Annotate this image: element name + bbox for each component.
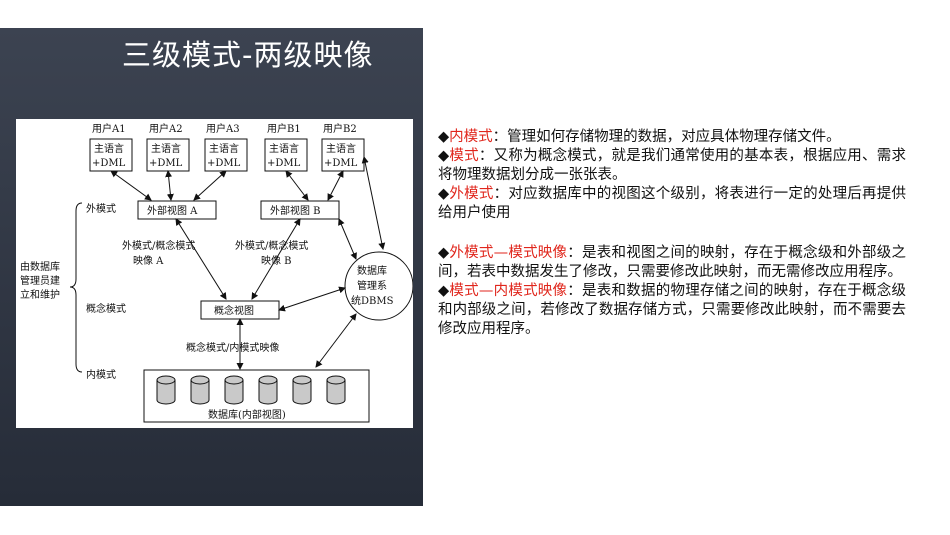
diagram-svg: 用户A1 用户A2 用户A3 用户B1 用户B2 主语言 +DML 主语言 +D… [20,122,413,423]
dbms-circle: 数据库 管理系 统DBMS [344,251,413,321]
language-box-b1: 主语言 +DML [264,138,308,172]
svg-text:+DML: +DML [267,158,301,169]
svg-text:主语言: 主语言 [94,142,124,155]
three-level-schema-diagram: 用户A1 用户A2 用户A3 用户B1 用户B2 主语言 +DML 主语言 +D… [16,119,413,428]
view-to-concept-arrows [175,218,301,300]
admin-brace [69,202,83,373]
svg-text:数据库: 数据库 [357,264,387,277]
admin-label: 管理员建 [20,274,60,287]
external-view-b: 外部视图 B [260,200,340,220]
svg-text:主语言: 主语言 [326,142,356,155]
level-internal-label: 内模式 [86,368,116,381]
slide-title: 三级模式-两级映像 [122,38,374,72]
paragraph-gap [438,223,906,244]
concept-view-box: 概念视图 [200,300,280,320]
bullet-schema: ◆模式：又称为概念模式，就是我们通常使用的基本表，根据应用、需求将物理数据划分成… [438,148,907,183]
svg-text:+DML: +DML [324,158,358,169]
svg-text:+DML: +DML [92,158,126,169]
svg-text:外部视图 B: 外部视图 B [270,204,321,217]
svg-text:主语言: 主语言 [209,142,239,155]
svg-text:+DML: +DML [149,158,183,169]
svg-text:概念视图: 概念视图 [214,304,254,317]
database-label: 数据库(内部视图) [208,408,286,421]
bullet-external-schema: ◆外模式：对应数据库中的视图这个级别，将表进行一定的处理后再提供给用户使用 [438,186,907,221]
admin-label: 由数据库 [20,260,60,273]
user-label: 用户B2 [323,122,357,135]
svg-text:管理系: 管理系 [357,279,387,292]
mapping-b-label: 映像 B [261,255,292,267]
language-box-a1: 主语言 +DML [89,138,133,172]
svg-text:主语言: 主语言 [151,142,181,155]
language-box-a2: 主语言 +DML [146,138,190,172]
level-external-label: 外模式 [86,202,116,215]
term-highlight: 外模式—模式映像 [449,245,568,261]
term-highlight: 外模式 [449,186,494,202]
language-box-b2: 主语言 +DML [321,138,365,172]
mapping-a-label: 外模式/概念模式 [122,239,195,252]
svg-text:+DML: +DML [207,158,241,169]
term-highlight: 内模式 [449,129,493,145]
user-label: 用户A2 [149,122,183,135]
language-box-a3: 主语言 +DML [204,138,248,172]
bullet-external-mapping: ◆外模式—模式映像：是表和视图之间的映射，存在于概念级和外部级之间，若表中数据发… [438,245,907,280]
svg-text:主语言: 主语言 [269,142,299,155]
admin-label: 立和维护 [20,288,60,301]
term-highlight: 模式—内模式映像 [449,283,568,299]
user-label: 用户B1 [267,122,301,135]
inner-mapping-label: 概念模式/内模式映像 [186,341,279,354]
database-cylinders [156,375,346,405]
term-highlight: 模式 [449,148,479,164]
dbms-arrows [278,156,386,368]
bullet-internal-mapping: ◆模式—内模式映像：是表和数据的物理存储之间的映射，存在于概念级和内部级之间，若… [438,283,907,337]
level-concept-label: 概念模式 [86,302,126,315]
external-view-a: 外部视图 A [137,200,217,220]
svg-text:统DBMS: 统DBMS [351,294,394,307]
description-text: ◆内模式：管理如何存储物理的数据，对应具体物理存储文件。 ◆模式：又称为概念模式… [438,128,906,339]
user-label: 用户A1 [92,122,126,135]
bullet-internal-schema: ◆内模式：管理如何存储物理的数据，对应具体物理存储文件。 [438,129,841,145]
svg-text:外部视图 A: 外部视图 A [147,204,198,217]
mapping-a-label: 映像 A [133,255,164,267]
user-to-view-arrows [110,170,344,201]
user-label: 用户A3 [206,122,240,135]
bottom-strip [0,506,950,535]
mapping-b-label: 外模式/概念模式 [235,239,308,252]
